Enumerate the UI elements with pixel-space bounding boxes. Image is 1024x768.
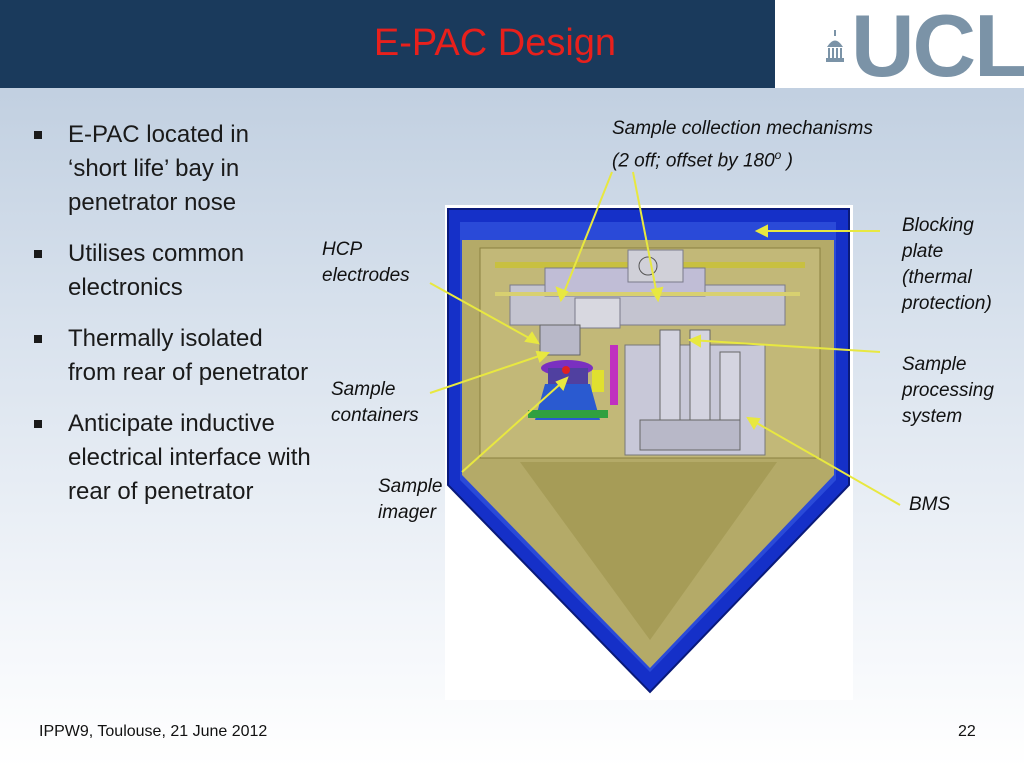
title-bar xyxy=(0,0,775,88)
hcp-electrode-column xyxy=(539,324,581,356)
label-blocking-plate: Blocking plate (thermal protection) xyxy=(902,215,992,314)
bullet-list: E-PAC located in ‘short life’ bay in pen… xyxy=(30,118,312,526)
pink-component xyxy=(610,345,618,405)
sample-imager-base xyxy=(528,410,608,418)
bullet-item: Utilises common electronics xyxy=(30,237,312,305)
portico-dome-icon xyxy=(826,30,844,62)
red-dot xyxy=(562,366,570,374)
yellow-component xyxy=(592,370,604,392)
footer-event: IPPW9, Toulouse, 21 June 2012 xyxy=(39,723,268,740)
sps-cylinder-1 xyxy=(659,329,681,421)
label-sample-containers: Sample containers xyxy=(331,379,419,426)
rail xyxy=(495,292,800,296)
label-hcp-electrodes: HCP electrodes xyxy=(322,239,410,286)
bullet-item: Anticipate inductive electrical interfac… xyxy=(30,407,312,509)
pointer-arrows xyxy=(429,171,901,506)
sps-cylinder-3 xyxy=(719,351,741,428)
bullet-square-icon xyxy=(34,250,42,258)
label-sample-imager: Sample imager xyxy=(378,476,443,523)
bullet-square-icon xyxy=(34,131,42,139)
mechanism-wheel xyxy=(638,256,658,276)
label-sample-collection: Sample collection mechanisms (2 off; off… xyxy=(612,118,873,172)
hcp-block xyxy=(574,297,621,329)
logo-text: UCL xyxy=(851,0,1024,95)
ucl-logo: UCL xyxy=(775,0,1024,95)
bullet-square-icon xyxy=(34,420,42,428)
bullet-item: E-PAC located in ‘short life’ bay in pen… xyxy=(30,118,312,220)
page-number: 22 xyxy=(958,723,976,740)
top-mechanism xyxy=(627,249,684,283)
sample-container-body xyxy=(548,368,588,384)
label-sample-processing: Sample processing system xyxy=(902,354,994,427)
sps-lower-block xyxy=(639,419,741,451)
slide-title: E-PAC Design xyxy=(373,22,617,64)
bullet-item: Thermally isolated from rear of penetrat… xyxy=(30,322,312,390)
label-bms: BMS xyxy=(909,494,951,515)
lower-cone xyxy=(520,462,777,640)
bullet-square-icon xyxy=(34,335,42,343)
